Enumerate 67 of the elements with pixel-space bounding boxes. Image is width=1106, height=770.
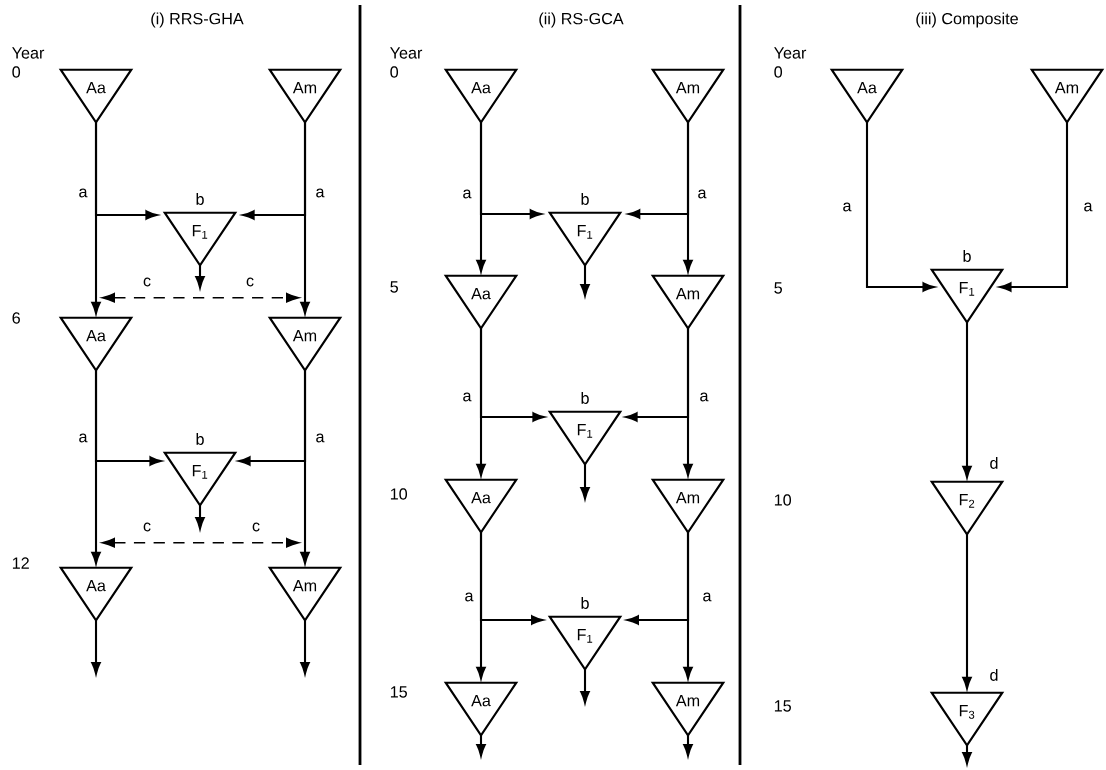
axis-heading: Year [390,47,423,59]
arrow [999,122,1069,292]
arrow [962,534,972,689]
year-label: 5 [774,282,782,294]
year-label: 6 [12,312,20,324]
panel-title: (i) RRS-GHA [151,12,244,28]
arrow [476,532,486,679]
arrow [476,122,486,272]
year-label: 10 [390,488,408,500]
node-label: b [196,193,204,205]
node-label: b [581,193,589,205]
edge-label: d [988,455,1000,471]
letter-label: c [143,522,151,532]
edge-label: a [461,391,473,403]
arrow [91,620,101,675]
year-label: 10 [774,494,792,506]
arrow [300,370,310,564]
dashed-arrow [101,537,300,548]
axis-heading: Year [774,47,807,59]
arrow [300,122,310,314]
panel-title: (iii) Composite [916,12,1018,28]
arrow [476,328,486,476]
arrow [300,620,310,675]
letter-label: c [143,277,151,287]
arrow [476,735,486,757]
letter-label: c [252,522,260,532]
edge-label: a [77,432,89,444]
edge-label: a [463,591,475,603]
year-label: 0 [390,66,399,78]
arrow [91,122,101,314]
letter-label: c [246,277,254,287]
edge-label: a [1082,201,1094,213]
edge-label: a [696,188,708,200]
edge-label: a [314,187,326,199]
arrow [962,322,972,478]
axis-heading: Year [12,47,45,59]
arrow [195,505,205,530]
edge-label: a [701,591,713,603]
arrow [683,328,693,476]
arrow [683,122,693,272]
year-label: 5 [390,281,398,293]
node-label: b [963,250,971,262]
edge-label: a [698,391,710,403]
node-label: b [581,392,589,404]
edge-label: a [77,187,89,199]
edge-label: a [461,188,473,200]
arrow [683,735,693,757]
arrow [580,669,590,704]
year-label: 12 [12,557,29,569]
node-label: b [581,597,589,609]
arrow [683,532,693,679]
year-label: 15 [390,686,407,698]
arrow [580,265,590,297]
panel-title: (ii) RS-GCA [539,12,624,28]
arrow [580,464,590,500]
dashed-arrow [101,292,300,303]
edge-label: a [314,432,326,444]
arrow [865,122,935,292]
arrow [91,370,101,564]
node-label: b [196,433,204,445]
edge-label: a [841,201,853,213]
arrow [962,745,972,765]
year-label: 15 [774,700,791,712]
year-label: 0 [774,66,783,78]
edge-label: d [988,667,1000,683]
arrow [195,265,205,289]
year-label: 0 [12,66,21,78]
